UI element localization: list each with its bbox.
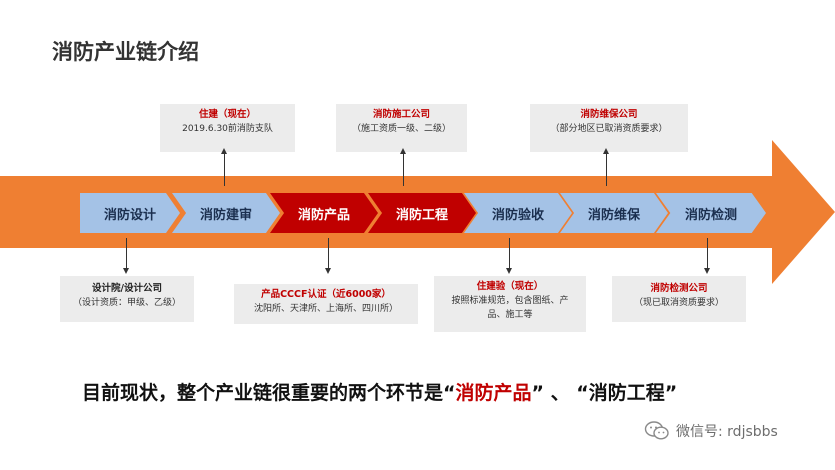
summary-suffix: ” bbox=[664, 382, 678, 404]
connector-line bbox=[221, 148, 227, 186]
callout-acceptance: 住建验（现在） 按照标准规范，包含图纸、产 品、施工等 bbox=[434, 276, 586, 332]
connector-line bbox=[506, 238, 512, 274]
callout-title: 消防维保公司 bbox=[580, 109, 638, 120]
chain-step-label: 消防工程 bbox=[395, 207, 448, 223]
callout-title: 住建（现在） bbox=[198, 109, 256, 120]
summary-highlight-engineering: 消防工程 bbox=[588, 382, 665, 404]
callout-body: 沈阳所、天津所、上海所、四川所） bbox=[253, 304, 398, 314]
callout-body: （设计资质：甲级、乙级） bbox=[72, 298, 181, 308]
connector-line bbox=[704, 238, 710, 274]
chain-step-acceptance: 消防验收 bbox=[464, 193, 572, 233]
callout-title: 消防施工公司 bbox=[372, 109, 430, 120]
connector-line bbox=[325, 238, 331, 274]
chain-step-review: 消防建审 bbox=[172, 193, 280, 233]
chain-step-engineering: 消防工程 bbox=[368, 193, 476, 233]
callout-title: 住建验（现在） bbox=[476, 281, 544, 292]
chain-step-testing: 消防检测 bbox=[656, 193, 766, 233]
chain-step-label: 消防建审 bbox=[199, 207, 252, 223]
callout-title: 消防检测公司 bbox=[650, 283, 708, 294]
callout-fire-construction-company: 消防施工公司 （施工资质一级、二级） bbox=[336, 104, 467, 152]
callout-design-institute: 设计院/设计公司 （设计资质：甲级、乙级） bbox=[60, 276, 194, 322]
callout-body: （部分地区已取消资质要求） bbox=[550, 124, 668, 134]
summary-prefix: 目前现状，整个产业链很重要的两个环节是“ bbox=[82, 382, 456, 404]
wechat-icon bbox=[644, 420, 670, 442]
callout-fire-maintenance-company: 消防维保公司 （部分地区已取消资质要求） bbox=[530, 104, 688, 152]
summary-statement: 目前现状，整个产业链很重要的两个环节是“消防产品” 、 “消防工程” bbox=[82, 378, 677, 405]
chain-step-design: 消防设计 bbox=[80, 193, 180, 233]
connector-line bbox=[400, 148, 406, 186]
callout-product-certification: 产品CCCF认证（近6000家） 沈阳所、天津所、上海所、四川所） bbox=[234, 284, 418, 324]
connector-line bbox=[123, 238, 129, 274]
callout-body-line: 品、施工等 bbox=[487, 310, 533, 320]
callout-title: 产品CCCF认证（近6000家） bbox=[261, 289, 391, 300]
watermark-text: 微信号: rdjsbbs bbox=[676, 424, 778, 440]
chain-step-product: 消防产品 bbox=[270, 193, 378, 233]
callout-zhujian-now: 住建（现在） 2019.6.30前消防支队 bbox=[160, 104, 295, 152]
callout-title: 设计院/设计公司 bbox=[92, 283, 162, 294]
page-title: 消防产业链介绍 bbox=[52, 40, 199, 64]
chain-step-maintenance: 消防维保 bbox=[560, 193, 668, 233]
chain-step-label: 消防设计 bbox=[103, 207, 156, 223]
chain-step-label: 消防验收 bbox=[491, 207, 544, 223]
chain-step-label: 消防检测 bbox=[684, 207, 737, 223]
wechat-watermark: 微信号: rdjsbbs bbox=[644, 420, 778, 442]
callout-body: （施工资质一级、二级） bbox=[351, 124, 451, 134]
chain-step-label: 消防产品 bbox=[297, 207, 350, 223]
callout-body: 2019.6.30前消防支队 bbox=[182, 124, 273, 134]
connector-line bbox=[603, 148, 609, 186]
callout-body: （现已取消资质要求） bbox=[633, 298, 724, 308]
summary-middle: ” 、 “ bbox=[531, 382, 589, 404]
chain-step-label: 消防维保 bbox=[587, 207, 640, 223]
callout-fire-testing-company: 消防检测公司 （现已取消资质要求） bbox=[612, 276, 746, 322]
callout-body-line: 按照标准规范，包含图纸、产 bbox=[451, 296, 569, 306]
summary-highlight-product: 消防产品 bbox=[455, 382, 532, 404]
